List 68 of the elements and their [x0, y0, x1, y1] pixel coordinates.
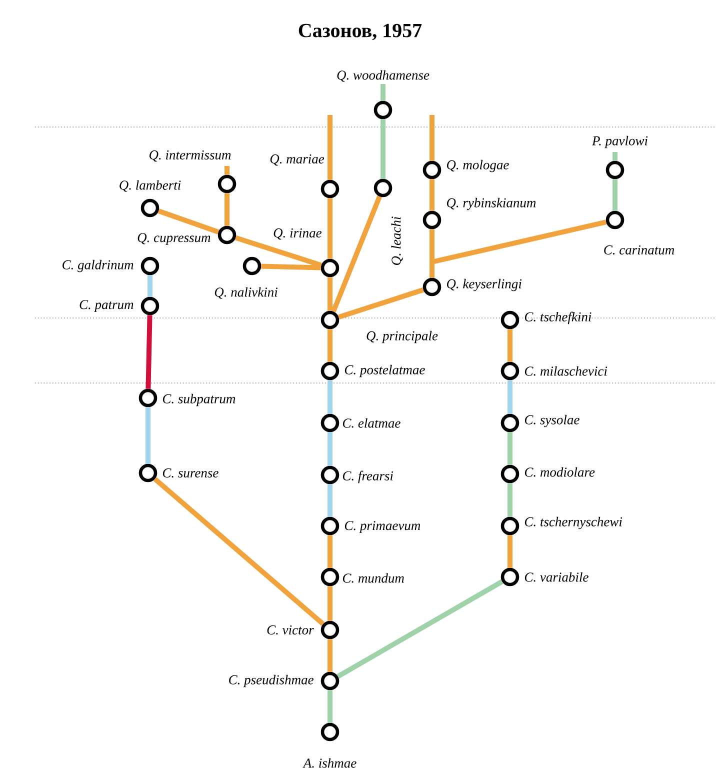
title: Сазонов, 1957	[298, 24, 422, 40]
branch-line	[328, 535, 332, 568]
species-label: Q. intermissum	[150, 150, 231, 162]
branch-line	[261, 264, 321, 270]
species-label: Q. lamberti	[120, 180, 181, 192]
branch-line	[380, 119, 386, 179]
branch-line	[146, 407, 150, 464]
branch-line	[158, 208, 220, 234]
species-label: C. primaevum	[344, 521, 420, 533]
branch-line	[430, 220, 607, 278]
species-label: C. patrum	[80, 300, 134, 312]
branch-line	[328, 484, 332, 517]
branch-line	[153, 477, 325, 626]
species-label: C. galdrinum	[62, 260, 134, 272]
branch-line	[234, 235, 322, 268]
species-label: C. postelatmae	[344, 364, 425, 378]
species-label: Q. irinae	[274, 228, 322, 240]
species-label: C. tschernyschewi	[524, 516, 622, 530]
branch-line	[328, 277, 332, 311]
branch-line	[612, 152, 618, 161]
species-label: C. surense	[162, 468, 218, 478]
branch-line	[430, 179, 434, 211]
species-label: Q. principale	[366, 330, 438, 344]
species-label: A. ishmae	[302, 758, 356, 768]
species-label: Q. keyserlingi	[446, 278, 522, 292]
species-label: C. variabile	[524, 572, 588, 582]
branch-line	[328, 198, 332, 259]
branch-line	[328, 380, 332, 414]
branch-line	[328, 329, 332, 362]
species-label: Q. mologae	[446, 160, 509, 172]
species-label: C. milaschevici	[524, 366, 608, 376]
branch-line	[430, 115, 434, 161]
species-label: C. tschefkini	[524, 312, 592, 324]
species-label: C. pseudishmae	[229, 674, 314, 688]
species-label: Q. nalivkini	[214, 287, 278, 299]
species-label: C. elatmae	[342, 418, 400, 428]
species-label: Q. cupressum	[138, 233, 210, 245]
branch-line	[508, 535, 512, 568]
species-label: C. subpatrum	[162, 394, 236, 406]
species-label: Q. woodhamense	[337, 70, 430, 82]
branch-line	[328, 432, 332, 466]
branch-line	[328, 115, 332, 180]
branch-line	[508, 483, 512, 517]
branch-line	[612, 179, 618, 211]
branch-line	[224, 193, 230, 226]
branch-line	[508, 380, 512, 414]
branch-line	[328, 639, 332, 672]
branch-line	[508, 329, 512, 362]
species-label: Q. rybinskianum	[446, 198, 536, 210]
branch-line	[508, 432, 512, 465]
species-label: C. mundum	[342, 573, 404, 583]
branch-line	[328, 690, 332, 723]
species-label: C. frearsi	[342, 470, 394, 484]
species-label: Q. mariae	[270, 154, 324, 166]
species-label: C. victor	[267, 625, 314, 635]
branch-line	[224, 166, 230, 175]
branch-line	[331, 196, 382, 312]
species-label: C. modiolare	[524, 467, 595, 477]
branch-line	[146, 315, 152, 389]
branch-line	[338, 287, 424, 320]
branch-line	[328, 586, 332, 621]
species-label: C. sysolae	[524, 414, 580, 428]
species-label: P. pavlowi	[592, 136, 648, 148]
branch-line	[336, 579, 504, 679]
branch-line	[380, 84, 386, 101]
branch-line	[148, 275, 152, 297]
species-label: C. carinatum	[604, 245, 674, 255]
species-label: Q. leachi	[391, 216, 403, 265]
